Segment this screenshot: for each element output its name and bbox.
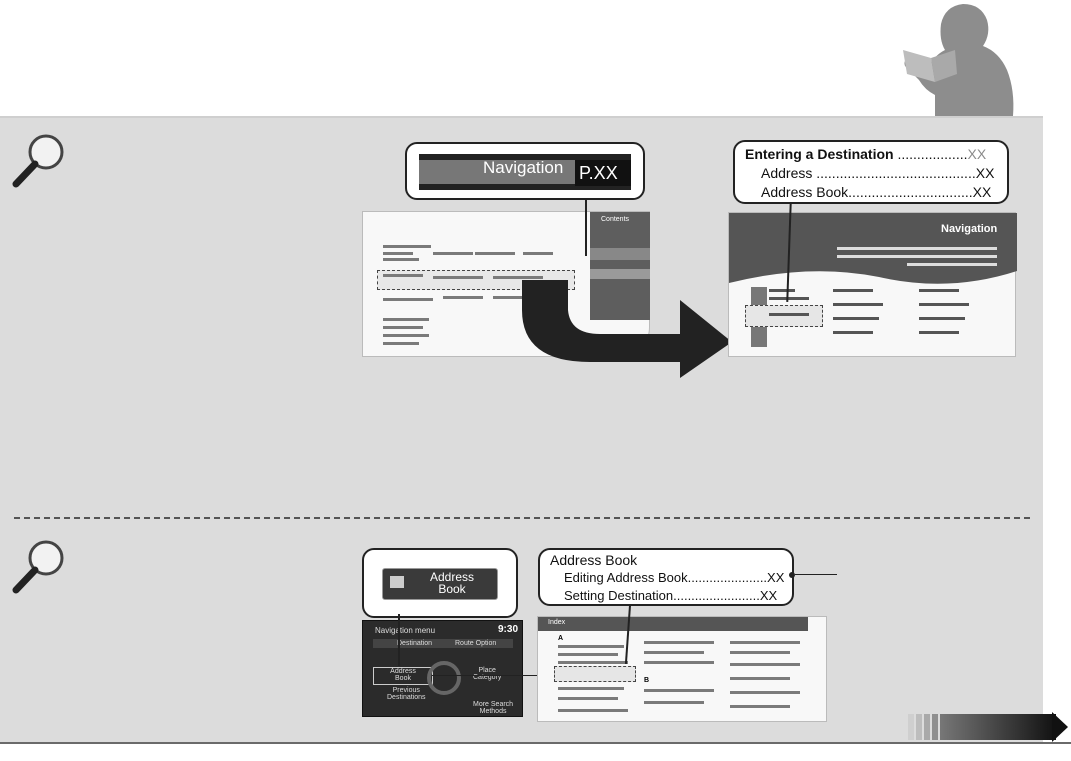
address-book-button-label: Address Book [430,571,474,595]
bottom-rule [0,742,1071,744]
screen-address-book-button[interactable]: Address Book [373,667,433,685]
index-letter-b: B [644,677,649,684]
entry-address: Address ................................… [761,165,994,181]
page-reference: P.XX [579,163,618,184]
index-tab-label: Index [548,619,565,626]
navigation-screen: Navigation menu 9:30 Destination Route O… [362,620,523,717]
index-heading: Address Book [550,552,637,568]
screen-tab-destination[interactable]: Destination [397,640,432,647]
screen-previous-destinations-button[interactable]: Previous Destinations [387,687,426,701]
magnifier-icon [10,128,70,190]
magnifier-icon [10,534,70,596]
entry-editing-address-book: Editing Address Book....................… [564,570,784,585]
screen-place-category-button[interactable]: Place Category [473,667,501,681]
section-divider [14,517,1030,519]
reading-person-icon [895,0,1035,116]
next-page-arrow[interactable] [908,712,1068,744]
callout-pointer [398,614,400,666]
connector-line [432,675,550,676]
button-callout: Address Book [362,548,518,618]
section-page-thumbnail: Navigation [728,212,1016,357]
section-reference-callout: Navigation P.XX [405,142,645,200]
contents-tab-label: Contents [601,216,629,223]
panel-top-edge [0,116,1043,118]
screen-time: 9:30 [498,624,518,635]
entry-entering-destination: Entering a Destination .................… [745,146,986,162]
screen-tab-route-option[interactable]: Route Option [455,640,496,647]
section-heading: Navigation [483,158,563,178]
direction-arrow-icon [510,280,735,380]
screen-more-search-button[interactable]: More Search Methods [473,701,513,715]
entry-address-book: Address Book............................… [761,184,991,200]
dial-icon [427,661,461,695]
index-entries-callout: Entering a Destination .................… [733,140,1009,204]
index-entries-callout: Address Book Editing Address Book.......… [538,548,794,606]
address-book-icon [390,576,404,588]
section-title: Navigation [941,223,997,235]
next-arrow-icon [1052,712,1068,742]
index-page-thumbnail: Index A B [537,616,827,722]
leader-dot [789,572,795,578]
index-letter-a: A [558,635,563,642]
leader-line [795,574,837,575]
entry-setting-destination: Setting Destination.....................… [564,588,777,603]
screen-title: Navigation menu [375,626,435,635]
callout-pointer [585,198,587,256]
